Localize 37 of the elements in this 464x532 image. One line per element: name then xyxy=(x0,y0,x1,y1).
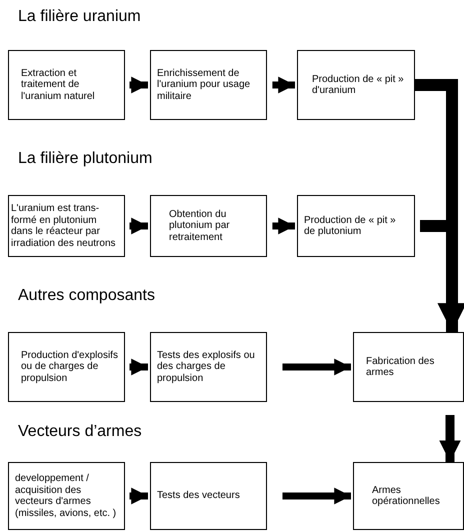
process-box xyxy=(150,462,267,530)
block-arrow xyxy=(130,218,148,234)
section-heading: Autres composants xyxy=(18,287,155,305)
box-text: Armes opérationnelles xyxy=(372,484,441,508)
section-heading: Vecteurs d’armes xyxy=(18,423,142,441)
block-arrow xyxy=(130,488,148,504)
box-text: Tests des vecteurs xyxy=(157,490,240,502)
box-text: Extraction et traitement de l'uranium naturel xyxy=(21,68,96,102)
box-text: Production de « pit » d'uranium xyxy=(312,74,405,96)
section-heading: La filière plutonium xyxy=(18,150,152,168)
box-text: Production de « pit » de plutonium xyxy=(304,214,397,238)
process-box xyxy=(150,50,267,120)
process-box xyxy=(8,195,125,257)
process-box xyxy=(297,195,415,257)
box-text: Production d'explosifs ou de charges de propulsion xyxy=(21,350,118,384)
box-text: Tests des explosifs ou des charges de propulsion xyxy=(157,350,256,384)
block-arrow xyxy=(272,218,295,234)
process-box xyxy=(8,50,125,120)
block-arrow xyxy=(130,358,148,376)
process-box xyxy=(8,462,125,530)
process-box xyxy=(353,462,464,530)
section-heading: La filière uranium xyxy=(18,8,141,26)
box-text: developpement / acquisition des vecteurs d'armes (missiles, avions, etc. ) xyxy=(15,473,118,519)
block-arrow xyxy=(272,76,295,94)
box-text: L'uranium est trans-formé en plutonium dans le réacteur par irradiation des neutrons xyxy=(11,203,117,249)
block-arrow xyxy=(282,488,351,504)
process-box xyxy=(297,50,415,120)
process-box xyxy=(8,332,125,402)
block-arrow xyxy=(282,358,351,376)
process-box xyxy=(150,332,267,402)
block-arrow xyxy=(130,76,148,94)
box-text: Enrichissement de l'uranium pour usage militaire xyxy=(157,68,252,102)
block-arrow xyxy=(439,415,461,462)
box-text: Obtention du plutonium par retraitement xyxy=(169,208,231,244)
box-text: Fabrication des armes xyxy=(366,356,436,378)
process-box xyxy=(150,195,267,257)
process-box xyxy=(353,332,464,402)
